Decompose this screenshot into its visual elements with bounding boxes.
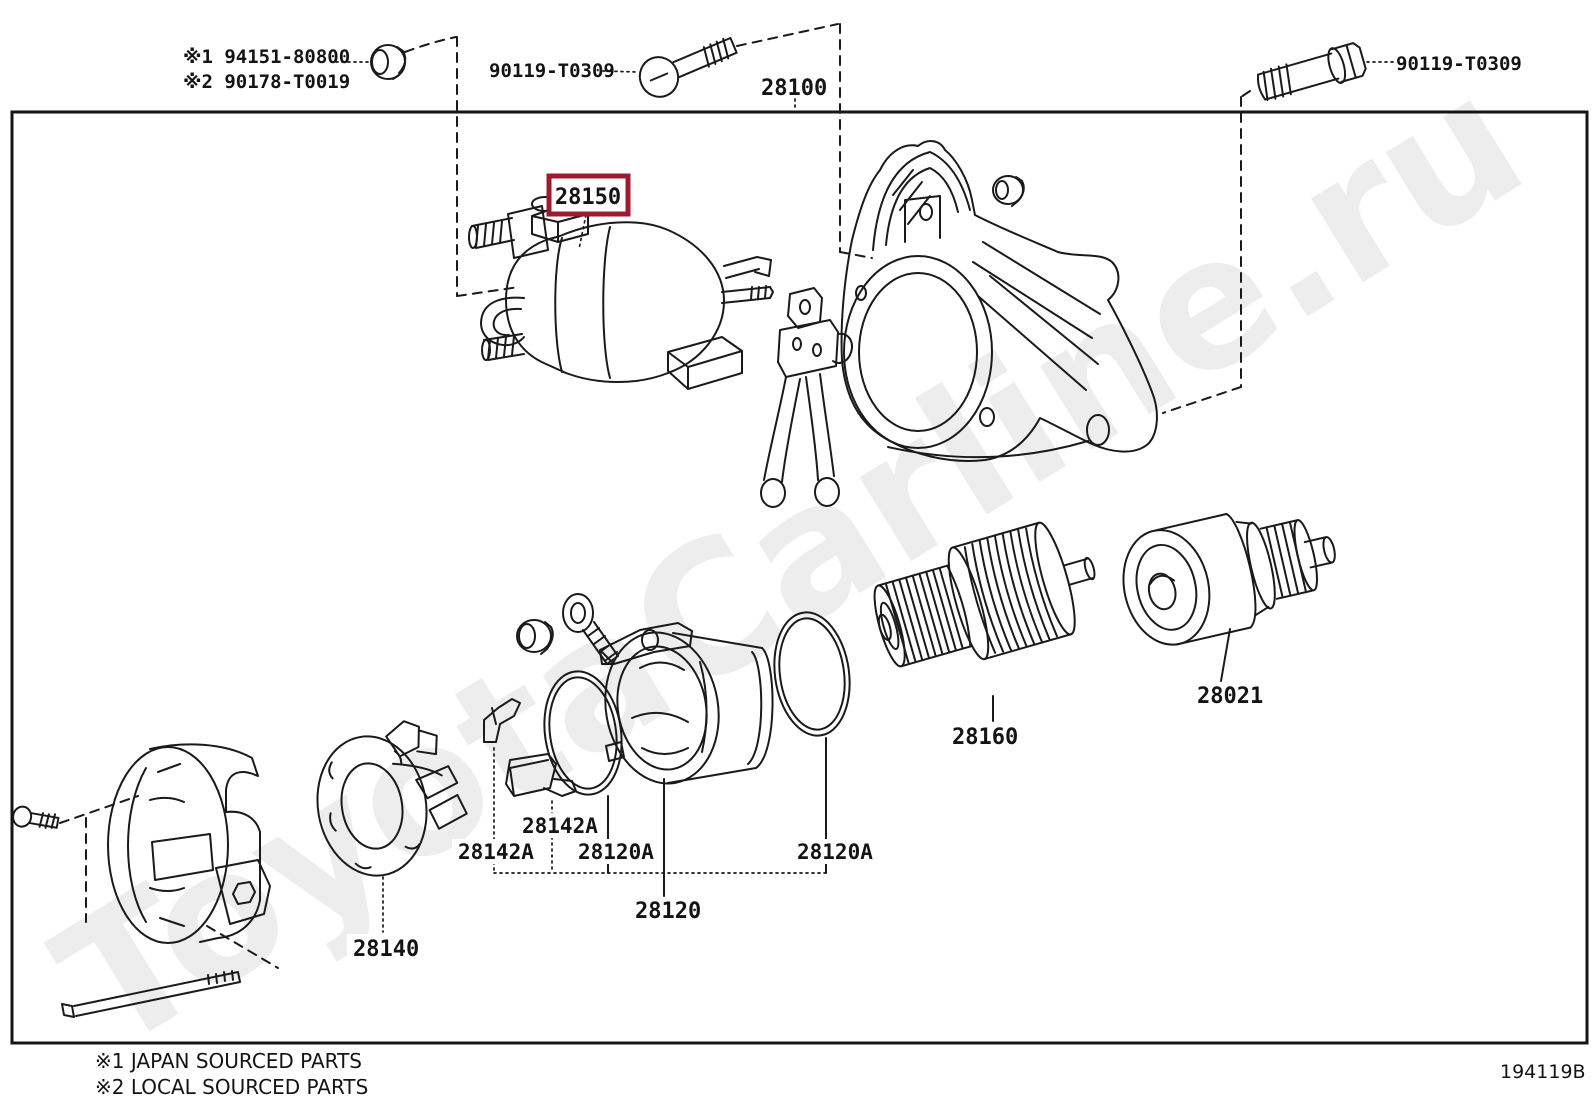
magnet-switch-drawing (468, 196, 774, 390)
label-ref-japan-part[interactable]: ※1 94151-80800 (183, 46, 350, 68)
label-28142a-upper[interactable]: 28142A (522, 814, 598, 838)
oring-rear-drawing (773, 611, 851, 737)
leader-lines-solid (607, 628, 1231, 897)
screw-left-drawing (12, 805, 60, 829)
brush-spring-clip-drawing (483, 698, 521, 743)
starter-clutch-drawing (1122, 512, 1336, 646)
bolt-right-drawing (1256, 42, 1367, 101)
label-28160[interactable]: 28160 (952, 725, 1018, 750)
flange-nut-drawing (370, 44, 407, 80)
label-bolt-right[interactable]: 90119-T0309 (1396, 53, 1522, 75)
label-backers (347, 813, 879, 959)
nut-mid-drawing (516, 619, 554, 655)
armature-drawing (873, 521, 1096, 668)
label-28120a-front[interactable]: 28120A (578, 840, 654, 864)
label-28100[interactable]: 28100 (761, 76, 827, 101)
label-28021[interactable]: 28021 (1197, 684, 1263, 709)
label-28142a-lower[interactable]: 28142A (458, 840, 534, 864)
label-28140[interactable]: 28140 (353, 937, 419, 962)
note-local-sourced: ※2 LOCAL SOURCED PARTS (95, 1075, 368, 1099)
drawing-code: 194119B (1500, 1061, 1586, 1083)
yoke-drawing (599, 622, 774, 785)
bolt-left-drawing (638, 36, 738, 98)
label-ref-local-part[interactable]: ※2 90178-T0019 (183, 71, 350, 93)
drive-lever-drawing (760, 287, 853, 508)
note-japan-sourced: ※1 JAPAN SOURCED PARTS (95, 1049, 362, 1073)
label-28150[interactable]: 28150 (555, 185, 621, 210)
label-28120[interactable]: 28120 (635, 899, 701, 924)
brush-holder-drawing (316, 720, 468, 877)
label-28120a-rear[interactable]: 28120A (797, 840, 873, 864)
end-frame-drawing (107, 743, 271, 944)
through-bolt-drawing (61, 970, 241, 1018)
drive-housing-drawing (840, 140, 1158, 462)
label-bolt-left[interactable]: 90119-T0309 (489, 60, 615, 82)
assembly-dashed-lines (59, 23, 1251, 969)
highlight-box-28150[interactable] (546, 173, 631, 217)
diagram-frame (10, 110, 1589, 1045)
